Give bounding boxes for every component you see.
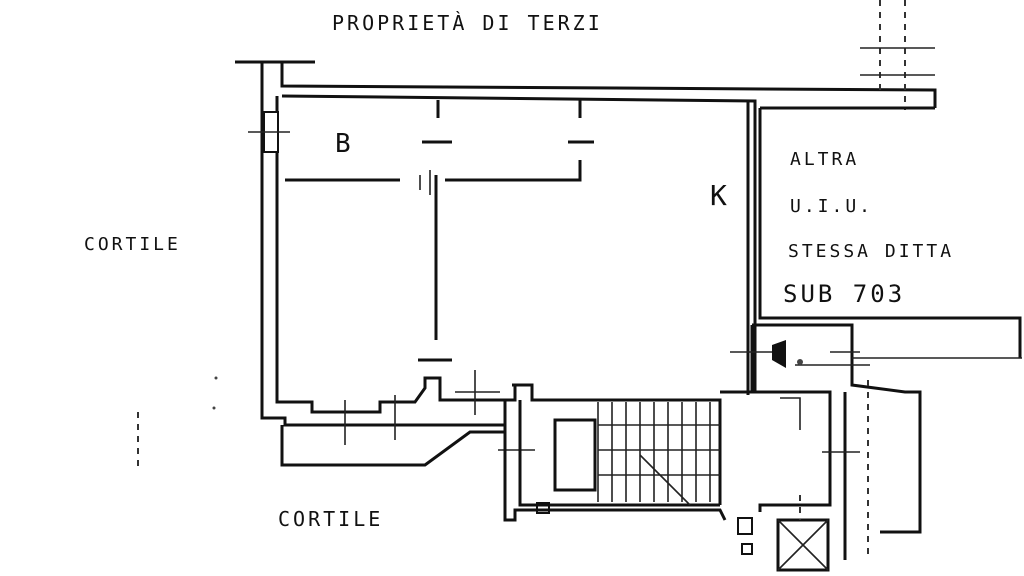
courtyard-bottom-label: CORTILE: [278, 507, 383, 531]
room-kitchen-label: K: [710, 179, 730, 212]
margin-marks: [137, 376, 218, 470]
top-boundary: [235, 0, 937, 110]
room-bath-label: B: [335, 129, 354, 159]
window-left: [248, 111, 290, 153]
other-unit-line1: ALTRA: [790, 149, 859, 170]
interior-walls: [285, 100, 594, 362]
courtyard-left-label: CORTILE: [84, 234, 181, 255]
other-unit-line4: SUB 703: [783, 280, 905, 308]
apartment-outer-walls: [260, 62, 757, 467]
adjacent-unit: [758, 106, 1022, 359]
landing: [722, 323, 922, 560]
other-unit-line3: STESSA DITTA: [788, 241, 954, 262]
stair-treads: [597, 402, 720, 506]
stair-core: [503, 383, 727, 522]
other-unit-line2: U.I.U.: [790, 196, 873, 217]
top-note-label: PROPRIETÀ DI TERZI: [332, 11, 603, 35]
elevator-shaft: [737, 495, 830, 572]
